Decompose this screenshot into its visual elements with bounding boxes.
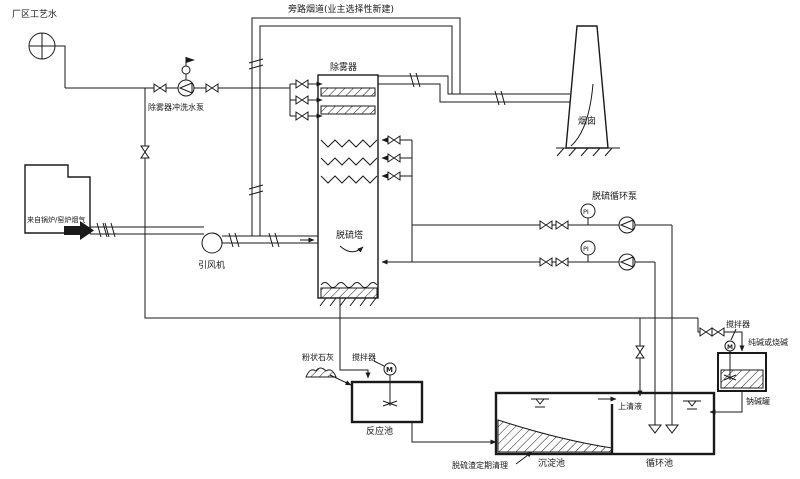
label-agitator: 搅拌器	[352, 352, 376, 362]
valve-icon	[699, 327, 713, 337]
valve-icon	[555, 257, 569, 267]
valve-icon	[635, 345, 645, 359]
label-soda-tank: 钠碱罐	[746, 396, 770, 406]
valve-icon	[387, 153, 401, 163]
gas-swirl-arrow	[339, 245, 364, 253]
fgd-tower	[317, 74, 379, 307]
valve-icon	[295, 79, 309, 89]
tower-drain-pipe	[339, 298, 371, 379]
valve-icon	[295, 95, 309, 105]
label-soda-reagent: 纯碱或烧碱	[748, 337, 788, 347]
spray-layer	[320, 175, 378, 184]
soda-tank-system	[697, 318, 767, 415]
label-demister-flush-pump: 除雾器冲洗水泵	[148, 102, 204, 112]
duct-break-icon	[248, 184, 264, 196]
pressure-gauge-icon	[181, 65, 191, 75]
valve-icon	[711, 327, 725, 337]
chimney	[556, 25, 620, 157]
circulation-pump-system	[381, 135, 673, 425]
duct-break-icon	[494, 90, 506, 106]
soda-liquid	[720, 369, 764, 389]
duct-break-icon	[409, 72, 421, 88]
valve-icon	[140, 145, 150, 159]
duct-break-icon	[268, 232, 280, 248]
pipe	[55, 45, 66, 88]
spray-layer	[320, 139, 378, 148]
chimney-body	[565, 25, 609, 149]
label-agitator: 搅拌器	[726, 319, 750, 329]
tower-outlet-duct-inner	[378, 83, 570, 103]
reaction-outlet-pipe	[411, 422, 497, 445]
label-pi-gauge: PI	[583, 208, 589, 216]
valve-icon	[295, 111, 309, 121]
pressure-gauge-icon	[580, 203, 596, 219]
water-level-icon	[682, 400, 702, 410]
label-id-fan: 引风机	[198, 259, 225, 271]
lime-pile-icon	[305, 367, 337, 378]
valve-icon	[153, 83, 167, 93]
valve-icon	[555, 220, 569, 230]
label-motor: M	[727, 344, 733, 351]
pump-icon	[177, 79, 195, 97]
liquid-holdup	[320, 287, 378, 299]
reaction-tank-basin	[350, 380, 424, 424]
chimney-liner-curve	[570, 83, 594, 147]
label-sedimentation-tank: 沉淀池	[538, 457, 565, 469]
boiler-body	[24, 164, 91, 234]
basin-outline	[494, 391, 716, 456]
label-flue-gas-from-boiler: 来自锅炉/窑炉烟气	[27, 215, 85, 224]
valve-icon	[539, 257, 553, 267]
label-pi-gauge: PI	[583, 245, 589, 253]
label-supernatant: 上清液	[618, 401, 642, 411]
gas-flow-arrow	[64, 221, 94, 240]
pump-icon	[618, 216, 636, 234]
pressure-gauge-icon	[580, 240, 596, 256]
flag-icon	[186, 57, 195, 63]
flue-gas-ducts	[248, 17, 570, 236]
soda-outlet-pipe	[709, 391, 743, 415]
spray-layer	[320, 157, 378, 166]
boiler	[24, 164, 94, 240]
water-level-icon	[530, 398, 550, 408]
label-fgd-tower: 脱硫塔	[336, 229, 363, 241]
label-circulation-tank: 循环池	[646, 457, 673, 469]
bypass-duct-outer	[251, 17, 461, 236]
duct-break-icon	[228, 232, 240, 248]
settling-basins	[494, 391, 716, 465]
demister-layer	[320, 87, 376, 97]
valve-icon	[539, 220, 553, 230]
valve-icon	[387, 171, 401, 181]
pump-icon	[618, 253, 636, 271]
inlet-duct	[90, 222, 204, 238]
label-motor: M	[386, 366, 393, 374]
label-slag-cleanup: 脱硫渣定期清理	[452, 460, 508, 470]
sludge-layer	[497, 419, 613, 453]
valve-icon	[205, 83, 219, 93]
strainer-icon	[665, 424, 679, 434]
label-bypass-flue: 旁路烟道(业主选择性新建)	[288, 3, 394, 15]
liquid-surface	[320, 282, 378, 288]
process-water-main	[140, 88, 698, 397]
label-circulation-pump: 脱硫循环泵	[592, 190, 637, 202]
valve-icon	[387, 135, 401, 145]
id-fan	[201, 232, 318, 254]
tower-outlet-duct	[378, 75, 570, 95]
label-demister: 除雾器	[330, 61, 357, 73]
label-powdered-lime: 粉状石灰	[302, 352, 334, 362]
slag-removal-arrow	[515, 451, 533, 465]
label-reaction-tank: 反应池	[366, 425, 393, 437]
label-plant-process-water: 厂区工艺水	[12, 8, 57, 20]
bypass-duct-inner	[259, 25, 453, 236]
reaction-tank	[305, 298, 497, 445]
duct-break-icon	[248, 58, 264, 70]
demister-flush-line	[55, 45, 323, 121]
label-chimney: 烟囱	[578, 115, 596, 127]
demister-layer	[320, 105, 376, 115]
process-water-source	[28, 32, 56, 60]
strainer-icon	[648, 424, 662, 434]
pipe	[144, 88, 698, 319]
